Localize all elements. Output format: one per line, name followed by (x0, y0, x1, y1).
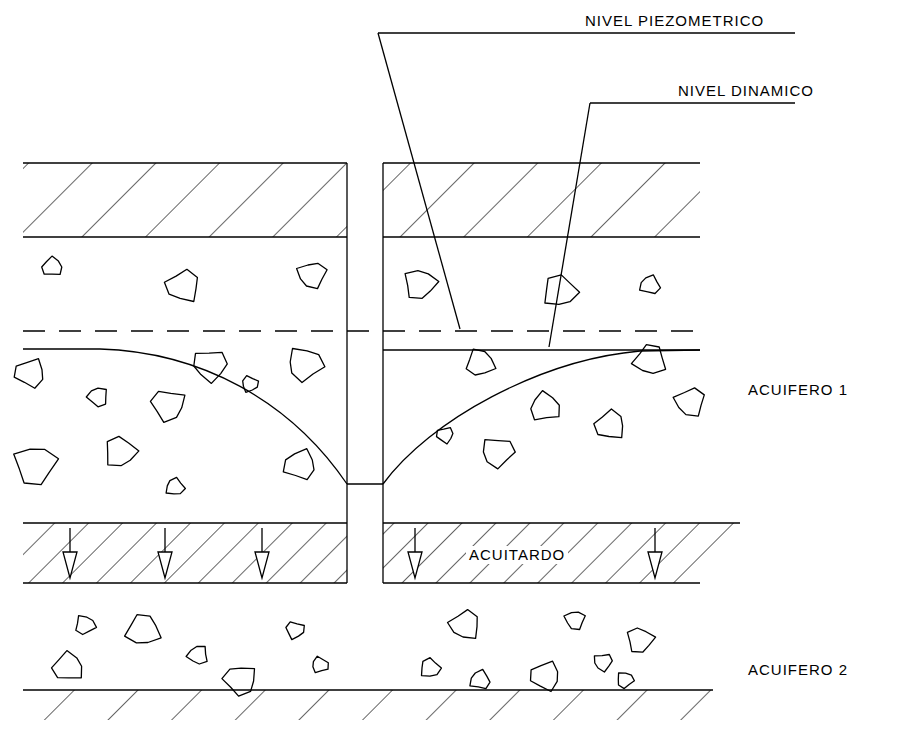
gravel-stone (422, 658, 442, 677)
layer-label: ACUITARDO (466, 546, 568, 564)
gravel-stone (194, 352, 228, 383)
leak-arrow (408, 552, 422, 578)
gravel-stone (14, 359, 43, 389)
gravel-stone (564, 612, 585, 629)
gravel-stone (673, 388, 704, 416)
leak-arrow (158, 552, 172, 578)
well-casing (346, 163, 347, 583)
gravel-stone (531, 661, 558, 691)
gravel-stone (594, 655, 612, 673)
hatch (23, 163, 347, 237)
dynamic-level (23, 349, 347, 484)
gravel-stone (470, 669, 490, 688)
gravel-stone (627, 628, 655, 652)
gravel-stone (125, 615, 162, 643)
leader-label: NIVEL PIEZOMETRICO (585, 12, 764, 30)
gravel-stone (42, 256, 62, 274)
gravel-stone (437, 428, 453, 444)
gravel-stone (594, 409, 623, 438)
gravel-stone (166, 477, 185, 494)
gravel-stone (483, 440, 515, 469)
gravel-stone (283, 449, 314, 480)
gravel-stone (618, 673, 634, 689)
well-casing (382, 163, 383, 583)
gravel-stone (405, 271, 439, 299)
gravel-stone (76, 616, 97, 635)
gravel-stone (313, 656, 328, 673)
piezometric-level (23, 330, 700, 331)
leak-arrow (63, 552, 77, 578)
leak-arrow (255, 552, 269, 578)
leader-label: NIVEL DINAMICO (678, 82, 814, 100)
gravel-stone (14, 449, 59, 485)
gravel-stone (86, 388, 106, 407)
gravel-stone (640, 275, 661, 294)
gravel-stone (545, 275, 580, 304)
gravel-stone (186, 646, 207, 664)
layer-label: ACUIFERO 2 (748, 661, 848, 679)
leak-arrow (648, 552, 662, 578)
hatch (383, 163, 700, 237)
layer-label: ACUIFERO 1 (748, 381, 848, 399)
gravel-stone (150, 391, 185, 422)
gravel-stone (52, 651, 82, 678)
gravel-stone (290, 349, 325, 383)
gravel-stone (286, 622, 304, 640)
gravel-stone (448, 610, 478, 639)
gravel-stone (631, 345, 665, 374)
gravel-stone (297, 263, 328, 288)
dynamic-level (383, 350, 700, 484)
gravel-stone (531, 391, 560, 420)
gravel-stone (164, 269, 197, 301)
gravel-stone (107, 436, 139, 465)
gravel-stone (222, 668, 255, 696)
gravel-stone (466, 349, 496, 375)
gravel-stone (243, 376, 259, 393)
